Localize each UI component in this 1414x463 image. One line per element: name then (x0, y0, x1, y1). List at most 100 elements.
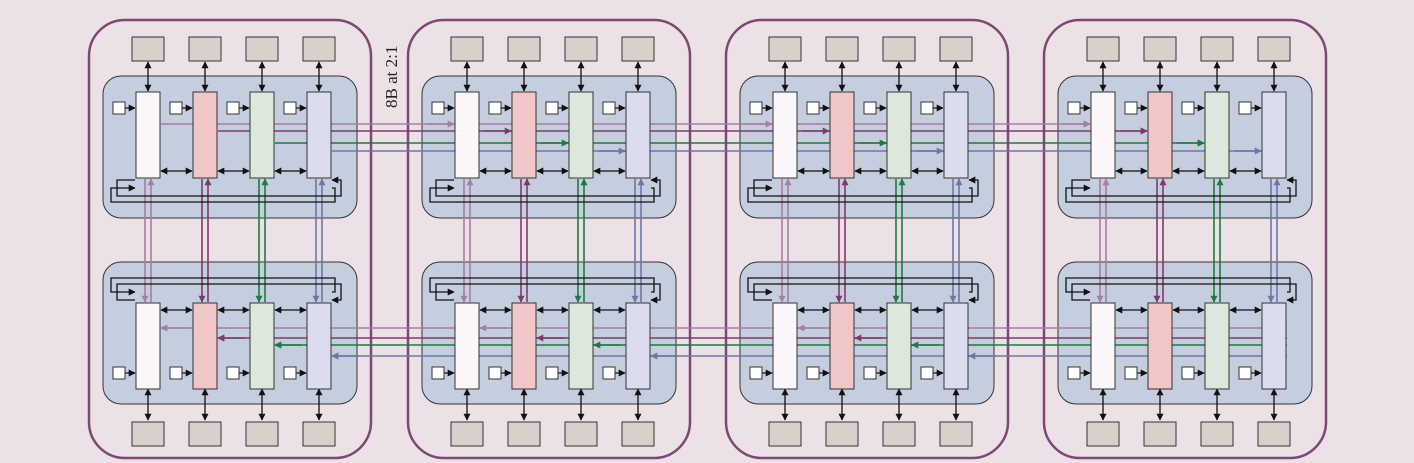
bottom-queue-block (829, 302, 855, 390)
bottom-queue-block (1090, 302, 1116, 390)
port-square-icon (1181, 101, 1195, 115)
memory-block-top-icon (507, 36, 541, 62)
memory-block-bottom-icon (621, 421, 655, 447)
port-square-icon (1181, 366, 1195, 380)
ring-loop-top-outer (435, 176, 661, 197)
top-queue-block (306, 91, 332, 179)
top-queue-block (249, 91, 275, 179)
ring-loop-bottom-outer (1071, 283, 1297, 304)
port-square-icon (806, 101, 820, 115)
bottom-queue-block (135, 302, 161, 390)
top-queue-block (625, 91, 651, 179)
port-square-icon (1238, 101, 1252, 115)
top-queue-block (454, 91, 480, 179)
memory-block-bottom-icon (939, 421, 973, 447)
memory-block-top-icon (621, 36, 655, 62)
memory-block-top-icon (1086, 36, 1120, 62)
memory-block-bottom-icon (450, 421, 484, 447)
port-square-icon (431, 366, 445, 380)
port-square-icon (749, 101, 763, 115)
memory-block-top-icon (1200, 36, 1234, 62)
port-square-icon (920, 366, 934, 380)
port-square-icon (1124, 101, 1138, 115)
memory-block-bottom-icon (882, 421, 916, 447)
bottom-queue-block (511, 302, 537, 390)
top-queue-block (192, 91, 218, 179)
memory-block-bottom-icon (131, 421, 165, 447)
top-queue-block (886, 91, 912, 179)
bottom-queue-block (625, 302, 651, 390)
local-wiring-layer (110, 61, 1297, 421)
port-square-icon (283, 366, 297, 380)
memory-block-top-icon (564, 36, 598, 62)
port-square-icon (226, 366, 240, 380)
ring-loop-top-inner (747, 184, 973, 203)
memory-block-bottom-icon (1143, 421, 1177, 447)
port-square-icon (112, 366, 126, 380)
port-square-icon (1067, 101, 1081, 115)
module-frame (406, 18, 692, 460)
ring-loop-bottom-inner (429, 277, 655, 296)
memory-block-top-icon (302, 36, 336, 62)
memory-block-bottom-icon (302, 421, 336, 447)
port-square-icon (749, 366, 763, 380)
ring-loop-top-inner (1065, 184, 1291, 203)
top-queue-block (511, 91, 537, 179)
memory-block-bottom-icon (1257, 421, 1291, 447)
ring-loop-bottom-outer (116, 283, 342, 304)
top-queue-block (1147, 91, 1173, 179)
port-square-icon (1124, 366, 1138, 380)
port-square-icon (169, 101, 183, 115)
top-queue-block (1090, 91, 1116, 179)
bottom-queue-block (192, 302, 218, 390)
memory-block-bottom-icon (564, 421, 598, 447)
bottom-queue-block (568, 302, 594, 390)
port-square-icon (863, 101, 877, 115)
module-frame (87, 18, 373, 460)
port-square-icon (863, 366, 877, 380)
port-square-icon (488, 366, 502, 380)
memory-block-bottom-icon (1086, 421, 1120, 447)
memory-block-top-icon (825, 36, 859, 62)
memory-block-top-icon (939, 36, 973, 62)
memory-block-bottom-icon (188, 421, 222, 447)
ring-loop-bottom-outer (435, 283, 661, 304)
module-frame (1042, 18, 1328, 460)
ring-loop-top-inner (429, 184, 655, 203)
memory-block-top-icon (188, 36, 222, 62)
port-square-icon (169, 366, 183, 380)
bottom-queue-block (943, 302, 969, 390)
port-square-icon (545, 366, 559, 380)
port-square-icon (431, 101, 445, 115)
port-square-icon (602, 101, 616, 115)
bottom-queue-block (772, 302, 798, 390)
ring-loop-top-inner (110, 184, 336, 203)
top-queue-block (568, 91, 594, 179)
top-queue-block (1204, 91, 1230, 179)
annotation-layer: 8B at 2:1 (382, 46, 401, 108)
bottom-queue-block (454, 302, 480, 390)
memory-block-bottom-icon (1200, 421, 1234, 447)
port-square-icon (488, 101, 502, 115)
memory-block-bottom-icon (245, 421, 279, 447)
port-square-icon (283, 101, 297, 115)
queues-layer (112, 36, 1291, 447)
bottom-queue-block (886, 302, 912, 390)
memory-block-bottom-icon (825, 421, 859, 447)
memory-block-top-icon (1257, 36, 1291, 62)
memory-block-bottom-icon (768, 421, 802, 447)
port-square-icon (1238, 366, 1252, 380)
ring-loop-bottom-inner (110, 277, 336, 296)
memory-block-top-icon (131, 36, 165, 62)
bottom-queue-block (1204, 302, 1230, 390)
modules-layer (87, 18, 1328, 460)
bottom-queue-block (249, 302, 275, 390)
memory-block-top-icon (450, 36, 484, 62)
bandwidth-annotation: 8B at 2:1 (382, 46, 401, 108)
bottom-queue-block (1147, 302, 1173, 390)
ring-loop-top-outer (116, 176, 342, 197)
bottom-queue-block (1261, 302, 1287, 390)
ring-loop-bottom-inner (1065, 277, 1291, 296)
top-queue-block (943, 91, 969, 179)
